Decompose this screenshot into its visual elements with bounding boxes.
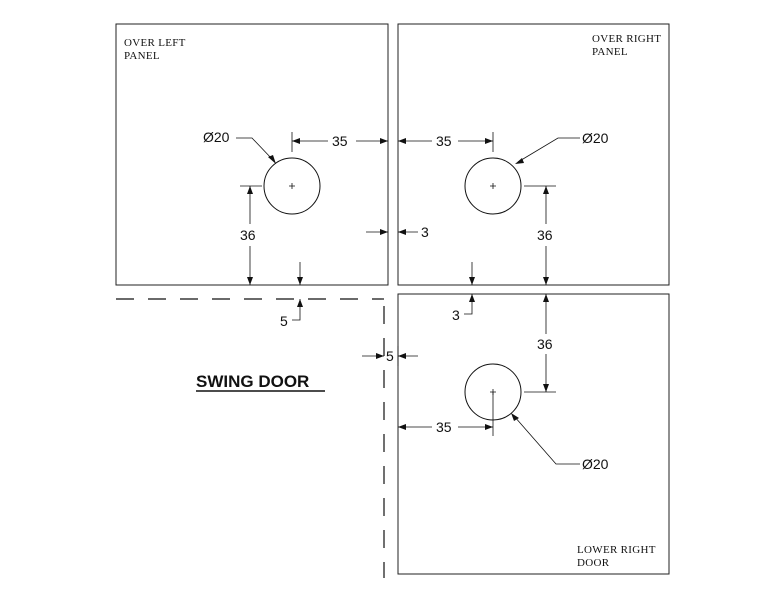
right-hole-diameter-label: Ø20 bbox=[582, 130, 609, 146]
door-gap-label: 5 bbox=[386, 348, 394, 364]
lower-height-label: 36 bbox=[537, 336, 553, 352]
vertical-gap-label: 3 bbox=[421, 224, 429, 240]
lower-right-label-line2: DOOR bbox=[577, 557, 610, 569]
over-left-label-line2: PANEL bbox=[124, 50, 160, 62]
lower-edge-offset-label: 35 bbox=[436, 419, 452, 435]
over-right-label-line2: PANEL bbox=[592, 46, 628, 58]
over-right-panel bbox=[397, 23, 670, 286]
left-hole bbox=[263, 157, 321, 215]
swing-door-outline bbox=[116, 298, 385, 578]
right-edge-offset-label: 35 bbox=[436, 133, 452, 149]
right-hole bbox=[464, 157, 522, 215]
swing-door-title: SWING DOOR bbox=[196, 372, 309, 391]
horizontal-gap-label: 3 bbox=[452, 307, 460, 323]
left-hole-diameter-label: Ø20 bbox=[203, 129, 230, 145]
left-edge-offset-label: 35 bbox=[332, 133, 348, 149]
lower-right-door bbox=[397, 293, 670, 575]
over-right-label-line1: OVER RIGHT bbox=[592, 33, 661, 45]
over-left-label-line1: OVER LEFT bbox=[124, 37, 186, 49]
bottom-left-gap-label: 5 bbox=[280, 313, 288, 329]
lower-hole-diameter-label: Ø20 bbox=[582, 456, 609, 472]
lower-right-label-line1: LOWER RIGHT bbox=[577, 544, 656, 556]
over-left-panel bbox=[115, 23, 389, 286]
right-height-label: 36 bbox=[537, 227, 553, 243]
left-height-label: 36 bbox=[240, 227, 256, 243]
